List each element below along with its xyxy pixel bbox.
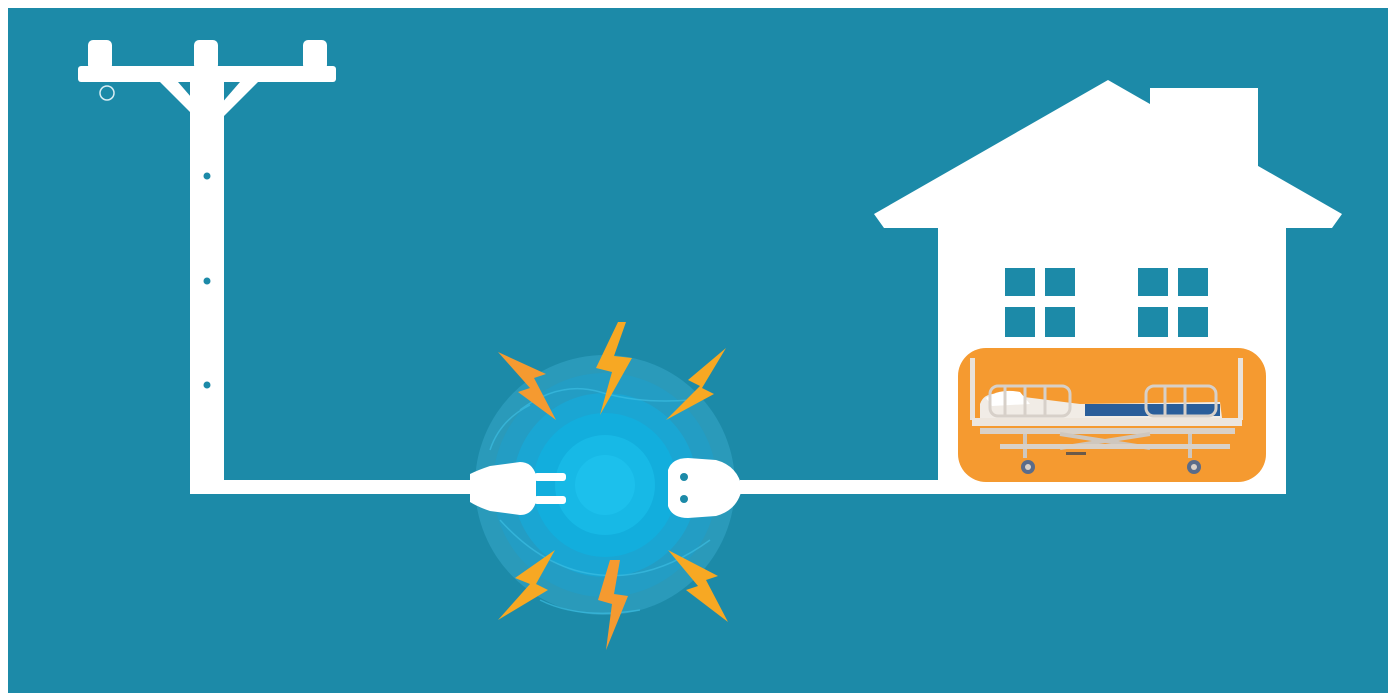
house-cable	[740, 480, 950, 494]
pole-bolts	[203, 172, 211, 389]
utility-pole-icon	[78, 40, 490, 494]
spark-burst	[475, 355, 735, 615]
house-windows	[1005, 268, 1208, 337]
electric-plug-icon	[470, 462, 566, 515]
lightning-bolt-icon	[498, 322, 728, 650]
hospital-bed-icon	[970, 358, 1243, 474]
small-circle-mark	[99, 85, 115, 101]
electric-socket-icon	[668, 458, 742, 518]
